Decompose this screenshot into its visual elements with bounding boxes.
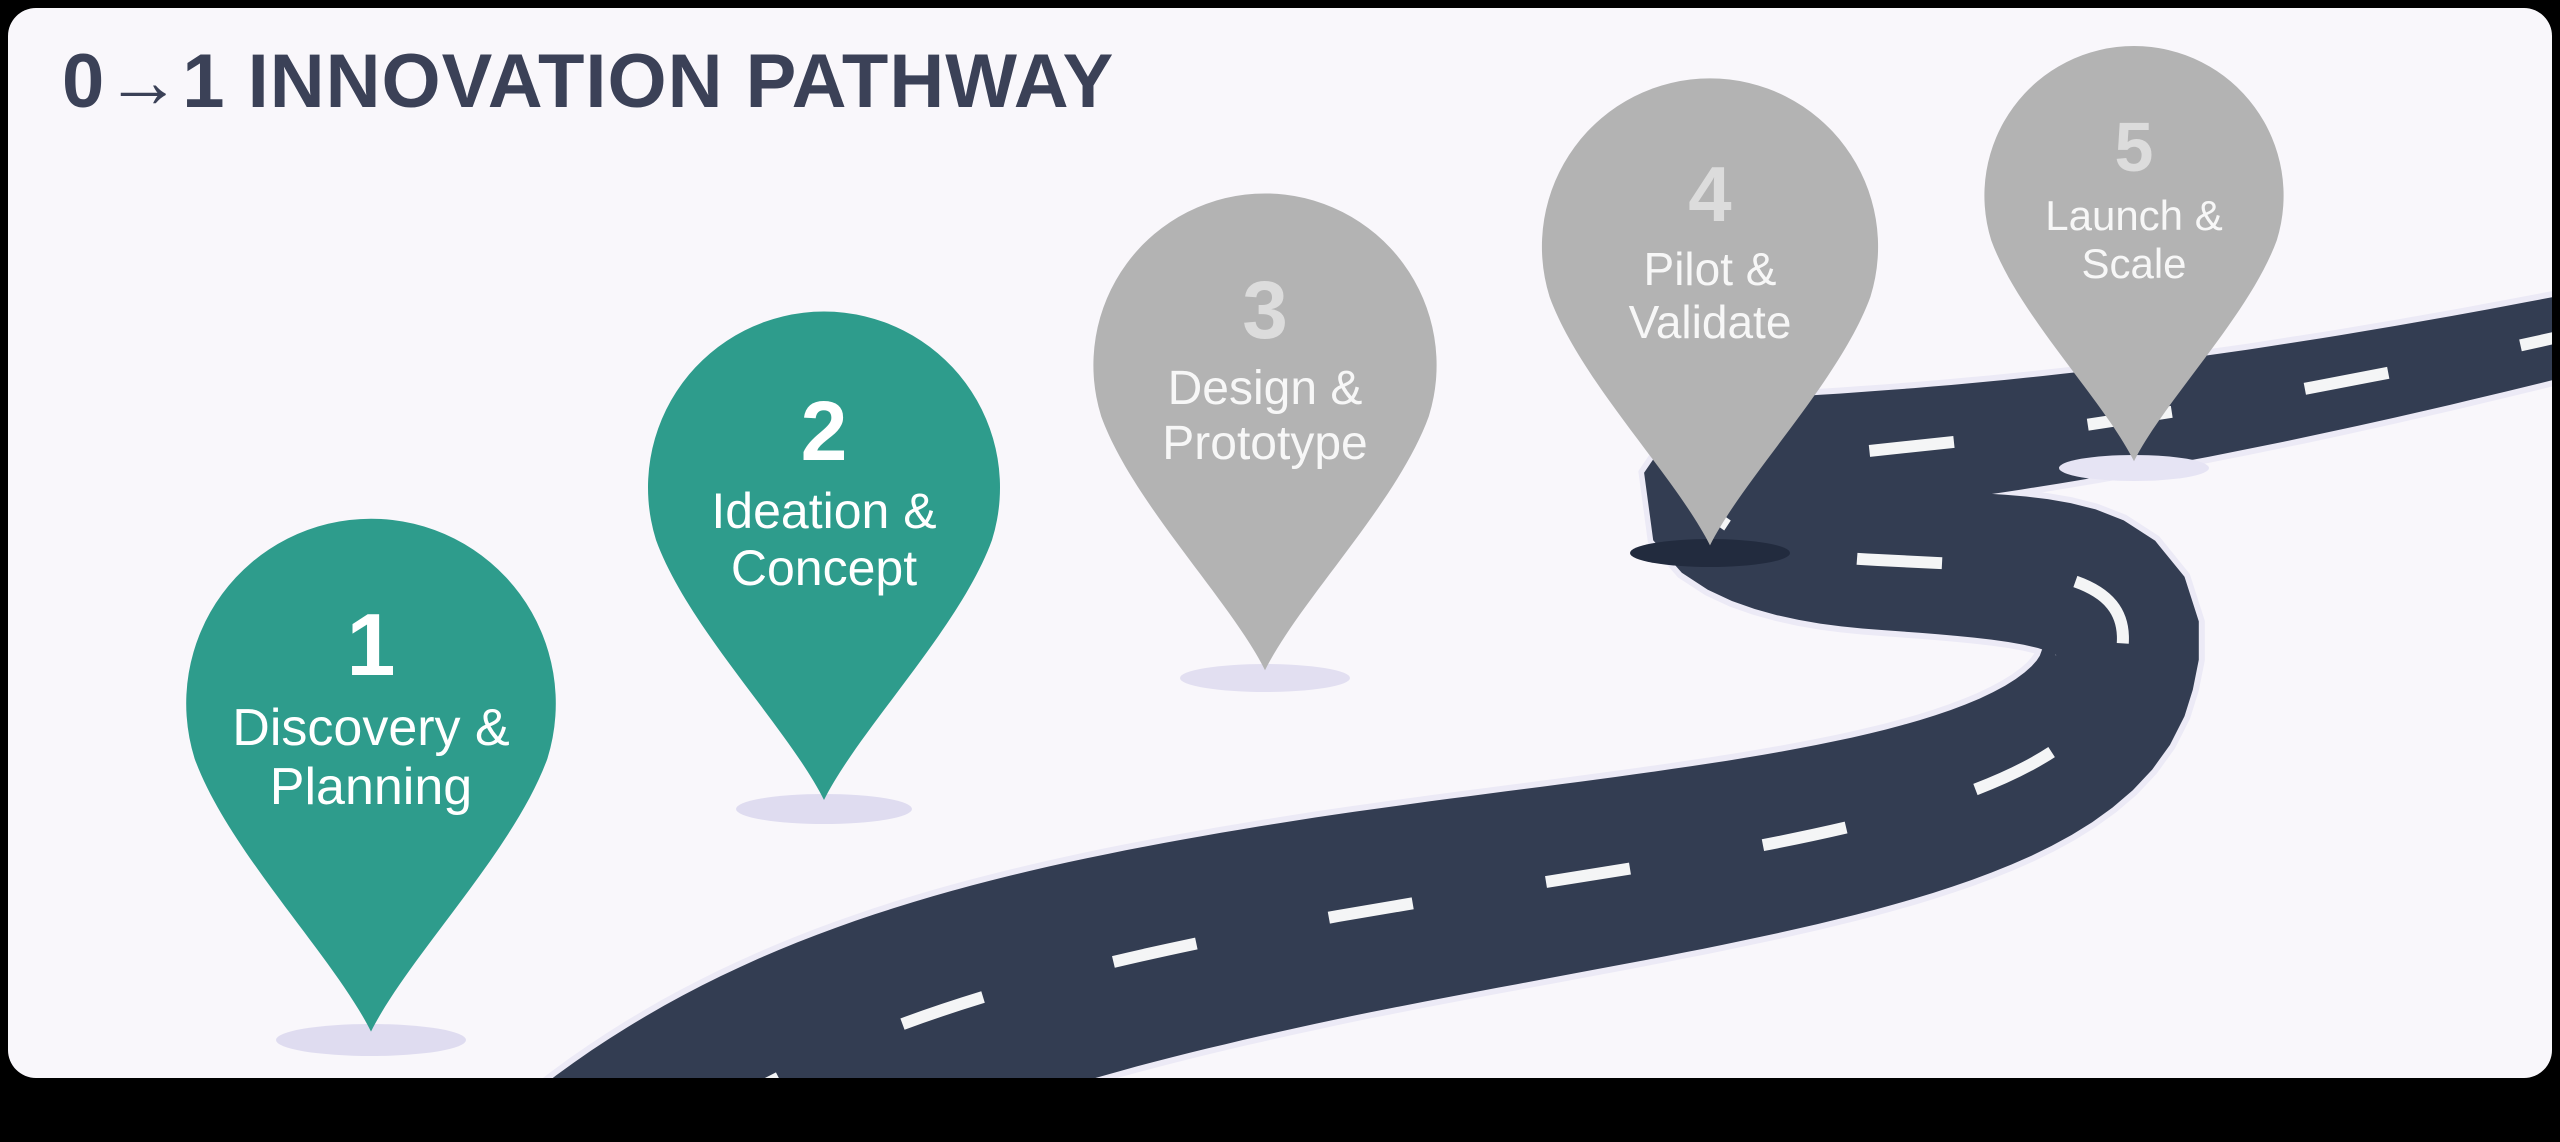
slide-panel: 0→1 INNOVATION PATHWAY 1 Discovery & Pla…: [8, 8, 2552, 1078]
page-title: 0→1 INNOVATION PATHWAY: [62, 39, 1115, 124]
map-pin-icon: [648, 311, 1000, 800]
map-pin-icon: [1093, 193, 1437, 671]
pin-3-design-prototype: 3 Design & Prototype: [1070, 190, 1460, 678]
winding-road-illustration: [542, 291, 2552, 1078]
pin-4-pilot-validate: 4 Pilot & Validate: [1519, 75, 1901, 553]
map-pin-icon: [186, 518, 556, 1032]
pin-1-discovery-planning: 1 Discovery & Planning: [161, 515, 581, 1040]
map-pin-icon: [1984, 46, 2284, 462]
pin-5-launch-scale: 5 Launch & Scale: [1964, 43, 2304, 468]
map-pin-icon: [1541, 78, 1879, 546]
pin-2-ideation-concept: 2 Ideation & Concept: [624, 308, 1024, 808]
